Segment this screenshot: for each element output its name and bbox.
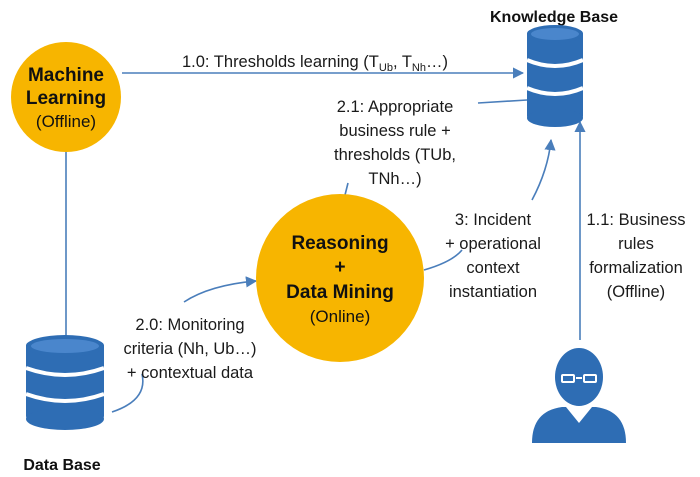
svg-text:formalization: formalization [589, 259, 683, 277]
svg-text:rules: rules [618, 235, 654, 253]
edge-1-0-label: 1.0: Thresholds learning (TUb, TNh…) [182, 53, 448, 74]
database-icon [526, 25, 584, 127]
svg-text:instantiation: instantiation [449, 283, 537, 301]
reasoning-line3: Data Mining [286, 282, 394, 303]
svg-text:2.0: Monitoring: 2.0: Monitoring [135, 316, 244, 334]
svg-text:thresholds (TUb,: thresholds (TUb, [334, 146, 456, 164]
knowledge-base-title: Knowledge Base [490, 9, 618, 26]
database-icon [25, 335, 105, 430]
edge-2-1-line [477, 99, 528, 104]
svg-text:TNh…): TNh…) [368, 170, 421, 188]
machine-learning-node: Machine Learning (Offline) [11, 42, 121, 152]
svg-text:3: Incident: 3: Incident [455, 211, 532, 229]
edge-2-0-arrow [183, 276, 258, 303]
edge-2-0-line [111, 373, 144, 413]
svg-text:(Offline): (Offline) [607, 283, 665, 301]
svg-text:business rule +: business rule + [339, 122, 450, 140]
edge-2-1-label: 2.1: Appropriate business rule + thresho… [334, 98, 456, 188]
svg-text:context: context [466, 259, 520, 277]
edge-2-0-label: 2.0: Monitoring criteria (Nh, Ub…) + con… [124, 316, 257, 382]
svg-text:1.1: Business: 1.1: Business [586, 211, 685, 229]
svg-text:+ operational: + operational [445, 235, 541, 253]
edge-3-line [423, 249, 463, 271]
svg-text:2.1: Appropriate: 2.1: Appropriate [337, 98, 454, 116]
ml-line3: (Offline) [36, 112, 96, 131]
edge-3-label: 3: Incident + operational context instan… [445, 211, 541, 301]
user-icon [532, 348, 626, 443]
ml-line2: Learning [26, 88, 106, 109]
reasoning-node: Reasoning + Data Mining (Online) [256, 194, 424, 362]
data-base-title: Data Base [23, 457, 100, 474]
edge-1-1-label: 1.1: Business rules formalization (Offli… [586, 211, 685, 301]
reasoning-line1: Reasoning [291, 233, 388, 254]
reasoning-line4: (Online) [310, 307, 370, 326]
svg-text:criteria (Nh, Ub…): criteria (Nh, Ub…) [124, 340, 257, 358]
reasoning-line2: + [334, 257, 345, 278]
ml-line1: Machine [28, 65, 104, 86]
edge-3-arrow [531, 138, 556, 201]
svg-text:+ contextual data: + contextual data [127, 364, 254, 382]
